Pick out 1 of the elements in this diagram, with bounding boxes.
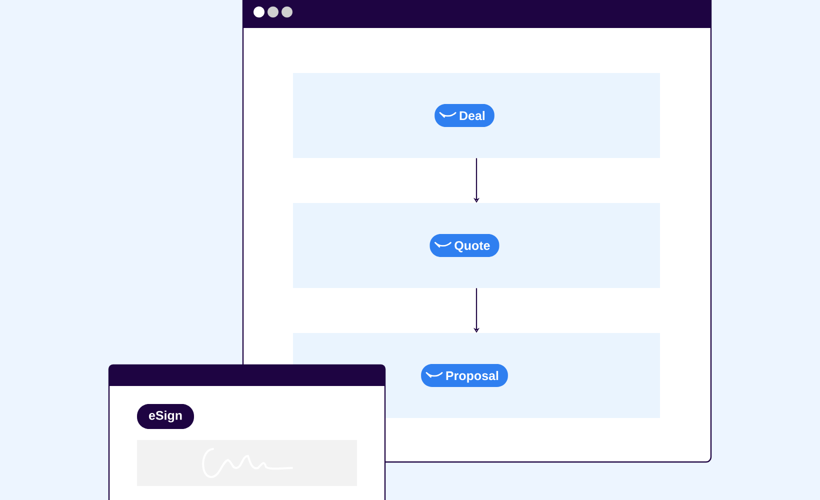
status-pill: Proposal	[421, 364, 508, 387]
